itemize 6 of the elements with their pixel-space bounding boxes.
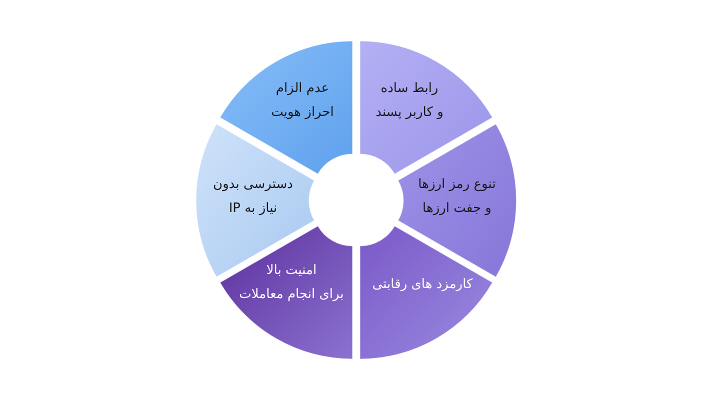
- segment-label: عدم الزام احراز هویت: [271, 80, 334, 122]
- segment-label: تنوع رمز ارزها و جفت ارزها: [418, 176, 496, 218]
- segment-label: امنیت بالا برای انجام معاملات: [239, 262, 344, 304]
- segment-label: کارمزد های رقابتی: [372, 276, 473, 294]
- segment-label: دسترسی بدون نیاز به IP: [213, 176, 293, 218]
- segment-label: رابط ساده و کاربر پسند: [376, 80, 444, 122]
